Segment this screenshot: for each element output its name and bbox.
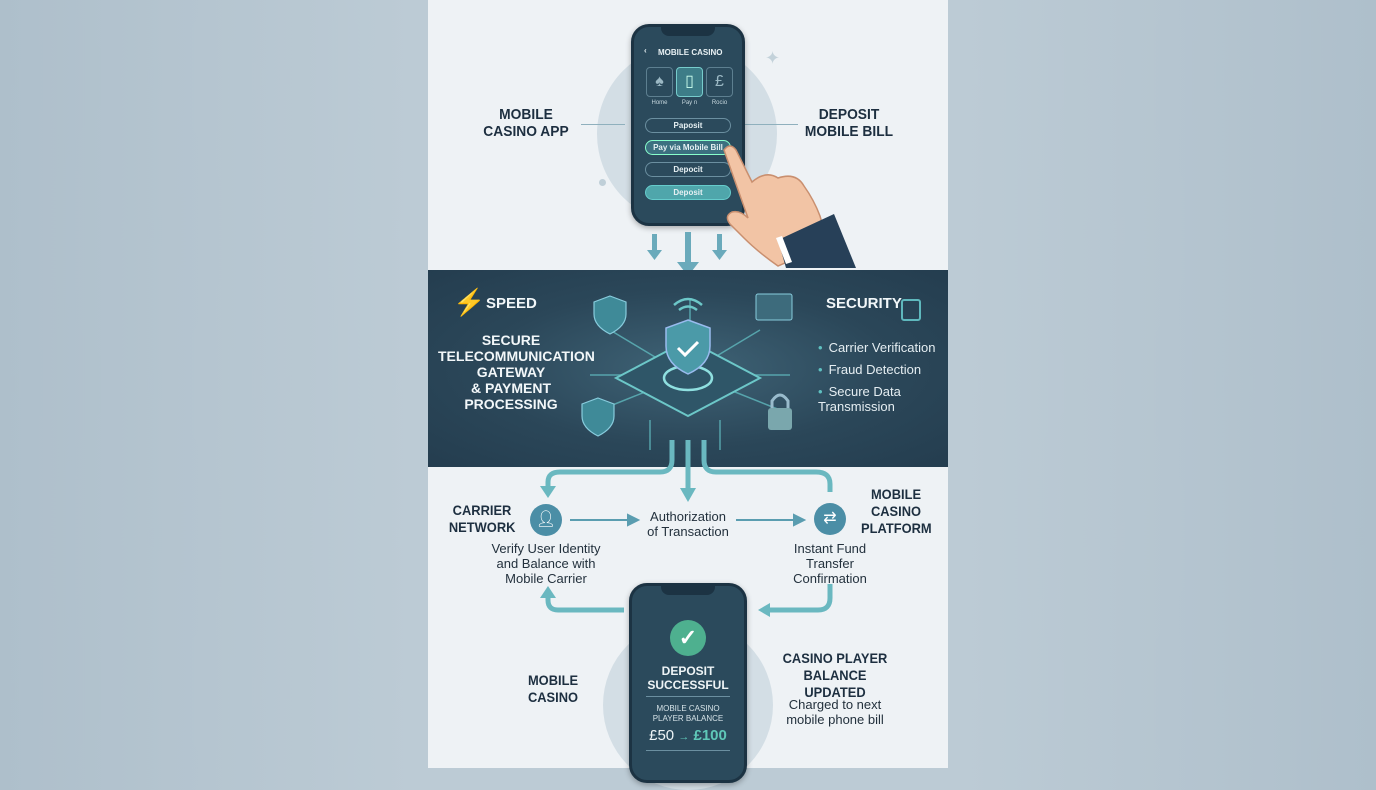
hand-illustration [723,145,856,268]
carrier-description: Verify User Identity and Balance with Mo… [491,541,601,586]
gateway-illustration [540,293,833,502]
pound-icon[interactable]: £ [706,67,733,97]
deposit-successful-text: DEPOSIT SUCCESSFUL [647,664,729,692]
bullet-carrier-verification: Carrier Verification [818,340,936,355]
success-phone: ✓ DEPOSIT SUCCESSFUL MOBILE CASINO PLAYE… [629,583,747,783]
tile-label: Pay n [681,100,698,106]
security-label: SECURITY [826,295,902,312]
sparkle-icon: ✦ [765,48,781,68]
charged-description: Charged to next mobile phone bill [786,697,884,727]
divider [646,750,730,751]
player-balance-label: MOBILE CASINO PLAYER BALANCE [652,704,724,723]
gateway-title: SECURE TELECOMMUNICATION GATEWAY & PAYME… [438,332,595,412]
pay-via-mobile-bill-button[interactable]: Pay via Mobile Bill [645,140,731,155]
app-title: MOBILE CASINO [658,48,723,57]
tile-label: Home [651,100,668,106]
platform-description: Instant Fund Transfer Confirmation [793,541,867,586]
phone-notch [661,26,715,36]
lightning-icon: ⚡ [453,287,486,317]
mobile-casino-label: MOBILE CASINO [527,672,579,705]
deposit-button[interactable]: Deposit [645,185,731,200]
dot-decoration [599,179,606,186]
connector-line [581,124,625,125]
transfer-arrows-icon: ⇄ [814,503,846,535]
deposit-mobile-bill-label: DEPOSIT MOBILE BILL [804,106,894,140]
down-arrows [647,232,727,276]
mobile-casino-app-label: MOBILE CASINO APP [483,106,569,140]
authorization-label: Authorization of Transaction [647,509,729,539]
bullet-fraud-detection: Fraud Detection [818,362,922,377]
carrier-network-label: CARRIER NETWORK [448,502,516,535]
tile-label: Rocio [711,100,728,106]
speed-label: SPEED [486,295,537,312]
arrow-icon: → [678,731,690,743]
flow-arrows [540,513,833,617]
padlock-icon [901,299,921,321]
back-chevron-icon[interactable]: ‹ [644,46,647,55]
balance-from: £50 [649,727,675,744]
divider [646,696,730,697]
phone-icon[interactable]: ▯ [676,67,703,97]
casino-app-phone: ‹ MOBILE CASINO ♠ ▯ £ Home Pay n Rocio P… [631,24,745,226]
connector-line [728,124,798,125]
user-icon: 👤︎ [530,504,562,536]
balance-to: £100 [693,727,727,744]
balance-updated-label: CASINO PLAYER BALANCE UPDATED [782,650,888,700]
mobile-casino-platform-label: MOBILE CASINO PLATFORM [861,486,932,536]
checkmark-icon: ✓ [670,620,706,656]
deposit-option-button[interactable]: Paposit [645,118,731,133]
phone-notch [661,585,715,595]
bullet-secure-data: Secure Data Transmission [818,384,928,414]
spade-icon[interactable]: ♠ [646,67,673,97]
